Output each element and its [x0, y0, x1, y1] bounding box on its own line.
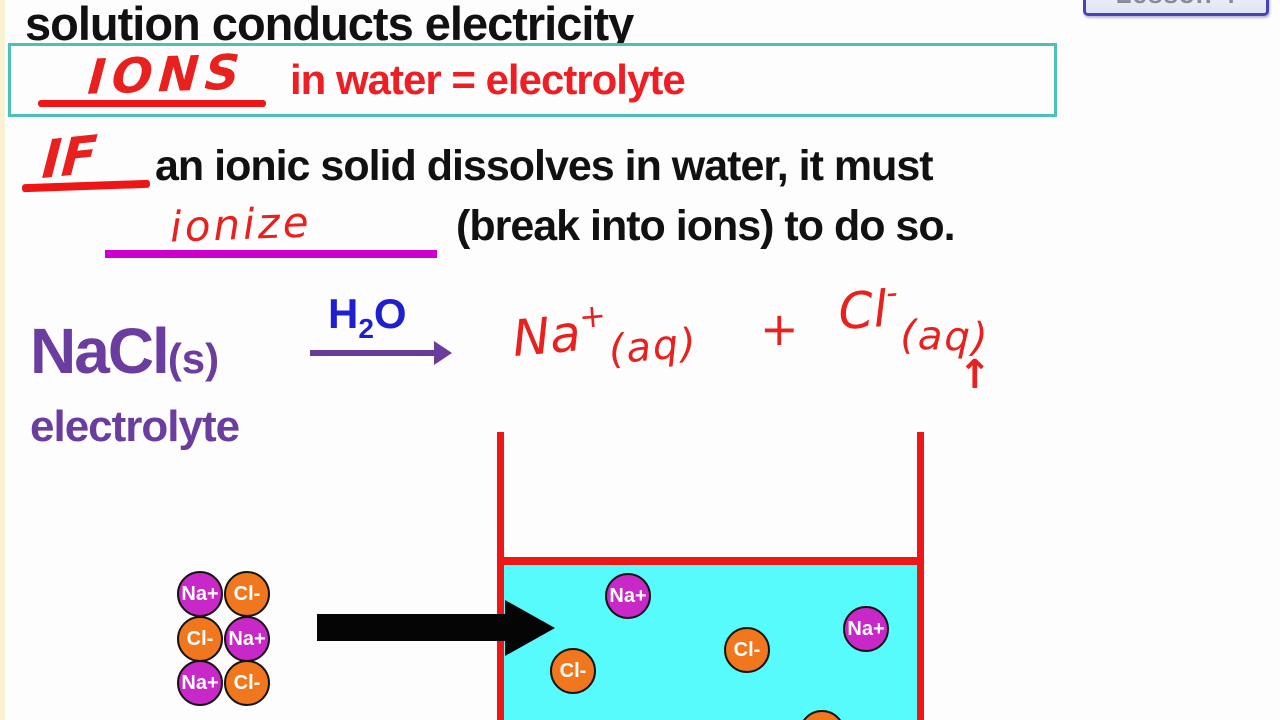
- water-condition-label: H2O: [328, 290, 407, 345]
- product2-charge: -: [884, 273, 899, 312]
- h2o-subscript: 2: [358, 313, 374, 344]
- beaker-left-wall: [497, 432, 504, 720]
- ionize-line-text: (break into ions) to do so.: [456, 202, 956, 250]
- reactant-state: (s): [167, 335, 220, 382]
- ions-blank-underline: [38, 100, 266, 107]
- h2o-h: H: [328, 290, 359, 337]
- if-line-text: an ionic solid dissolves in water, it mu…: [155, 142, 934, 190]
- dissolving-arrow-head-icon: [505, 600, 555, 656]
- reactant-formula: NaCl(s): [30, 314, 219, 388]
- ionize-blank-underline: [105, 250, 437, 258]
- reaction-arrow: [310, 350, 436, 356]
- beaker-water-surface-line: [497, 557, 924, 565]
- handwritten-ions-blank: IONS: [86, 44, 248, 106]
- solid-ion-chloride: Cl-: [177, 616, 223, 662]
- lesson-button[interactable]: Lesson 4: [1083, 0, 1269, 16]
- dissolved-ion-sodium: Na+: [605, 573, 651, 619]
- slide-left-edge-strip: [0, 0, 5, 720]
- solid-ion-sodium: Na+: [177, 660, 223, 706]
- solid-ion-chloride: Cl-: [224, 571, 270, 617]
- handwritten-up-arrow-icon: ↑: [958, 352, 992, 398]
- solid-ion-sodium: Na+: [177, 571, 223, 617]
- handwritten-product-chloride: Cl-(aq): [836, 267, 990, 361]
- handwritten-ionize-blank: ionize: [169, 197, 313, 252]
- dissolved-ion-chloride: Cl-: [724, 627, 770, 673]
- ions-definition-text: in water = electrolyte: [290, 56, 686, 103]
- solid-ion-chloride: Cl-: [224, 660, 270, 706]
- handwritten-plus-sign: +: [760, 302, 799, 356]
- product1-charge: +: [577, 295, 608, 337]
- solid-ion-sodium: Na+: [224, 616, 270, 662]
- headline-text: solution conducts electricity: [25, 0, 634, 50]
- reactant-electrolyte-label: electrolyte: [30, 402, 240, 451]
- product1-symbol: Na: [510, 304, 583, 368]
- beaker-right-wall: [917, 432, 924, 720]
- dissolved-ion-chloride: Cl-: [550, 648, 596, 694]
- dissolving-arrow: [317, 614, 509, 641]
- reaction-arrow-head-icon: [434, 341, 452, 365]
- product1-state: (aq): [606, 319, 700, 374]
- reactant-symbol: NaCl: [30, 315, 170, 387]
- dissolved-ion-sodium: Na+: [843, 606, 889, 652]
- handwritten-product-sodium: Na+(aq): [510, 288, 700, 374]
- lesson-button-label: Lesson 4: [1116, 0, 1237, 10]
- product2-symbol: Cl: [836, 279, 890, 342]
- h2o-o: O: [373, 290, 407, 337]
